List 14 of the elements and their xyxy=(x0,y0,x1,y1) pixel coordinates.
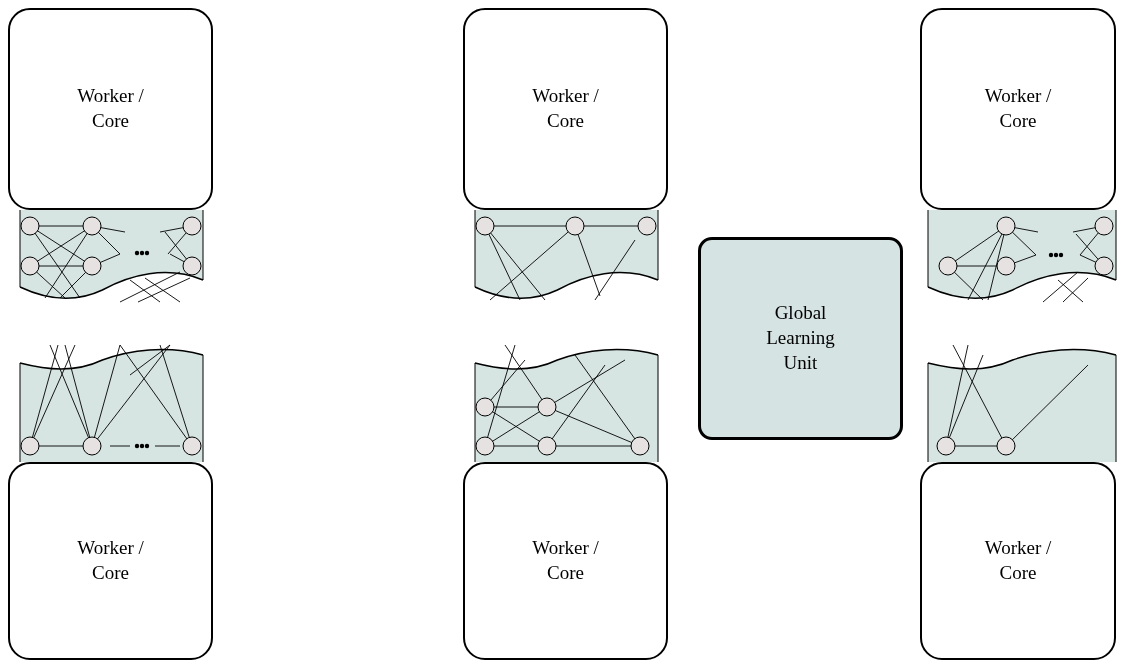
learning-unit-box xyxy=(698,237,903,440)
node-label: Worker / Core xyxy=(76,536,145,585)
node-label: Worker / Core xyxy=(983,536,1053,585)
worker-box xyxy=(463,462,668,660)
node-label: Worker / Core xyxy=(983,84,1053,133)
worker-box xyxy=(920,8,1116,210)
worker-box xyxy=(8,462,213,660)
worker-box xyxy=(920,462,1116,660)
node-label: Worker / Core xyxy=(76,84,145,133)
node-label: Global Learning Unit xyxy=(765,301,836,375)
node-label: Worker / Core xyxy=(531,84,600,133)
node-label: Worker / Core xyxy=(531,536,600,585)
worker-box xyxy=(463,8,668,210)
worker-box xyxy=(8,8,213,210)
